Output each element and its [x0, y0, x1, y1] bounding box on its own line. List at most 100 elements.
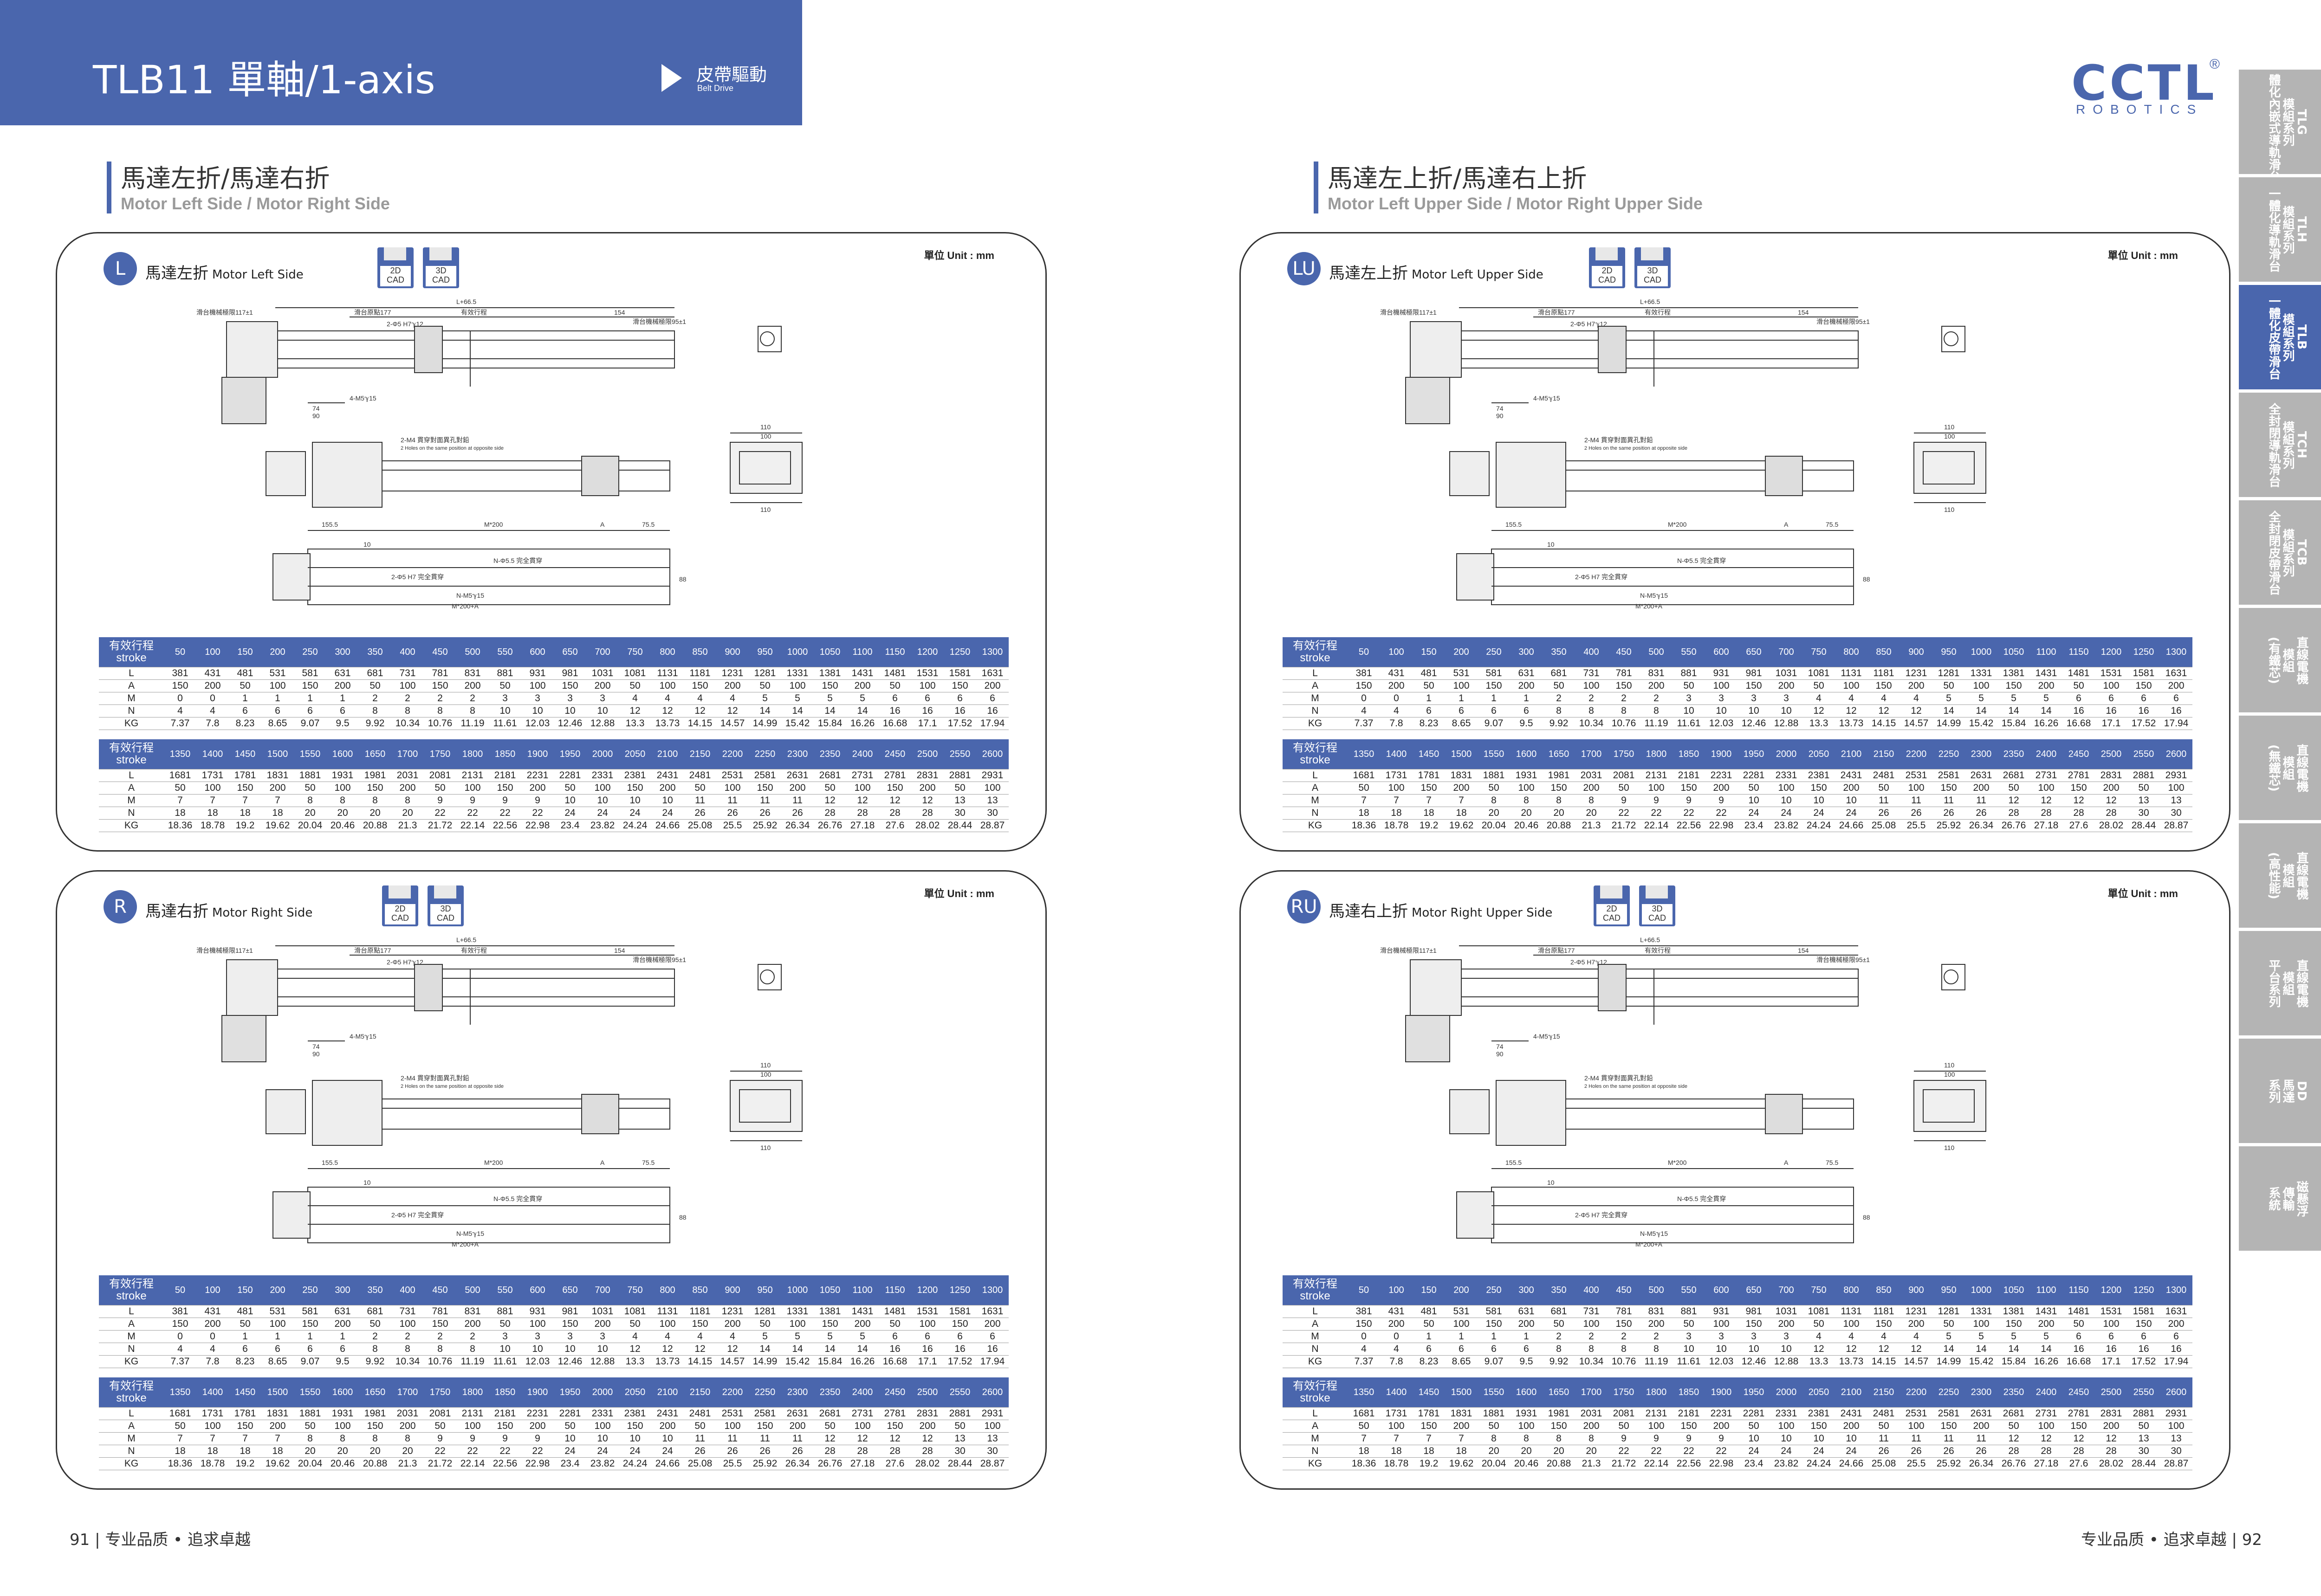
cad-2d-button[interactable]: 2D CAD	[1594, 885, 1630, 926]
table-cell: 22	[1673, 1445, 1705, 1458]
table-cell: 7	[229, 1432, 261, 1445]
stroke-value: 1350	[1348, 1377, 1380, 1408]
table-cell: 22.56	[489, 819, 521, 832]
table-cell: 9	[489, 794, 521, 807]
cad-2d-button[interactable]: 2D CAD	[382, 885, 418, 926]
table-cell: 9	[456, 1432, 489, 1445]
table-cell: 100	[1510, 782, 1543, 795]
top-view-rail	[307, 1187, 670, 1243]
table-cell: 1381	[814, 667, 846, 680]
table-cell: 200	[1705, 1420, 1738, 1433]
table-cell: 9	[521, 794, 554, 807]
dim-88: 88	[679, 575, 687, 583]
sidenav-item[interactable]: 直線電機 模組 (無鐵芯)	[2239, 716, 2321, 820]
stroke-value: 2400	[2030, 1377, 2062, 1408]
stroke-value: 150	[1413, 637, 1445, 667]
row-label: A	[99, 1420, 164, 1433]
rail-body	[275, 330, 675, 368]
sidenav-item[interactable]: 磁懸浮 傳輸 系統	[2239, 1146, 2321, 1251]
table-cell: 5	[2030, 1330, 2062, 1343]
table-cell: 2681	[1997, 1407, 2030, 1420]
sidenav-item[interactable]: DD 馬達 系列	[2239, 1039, 2321, 1143]
table-cell: 200	[1640, 1318, 1673, 1331]
stroke-value: 600	[521, 1275, 554, 1305]
table-cell: 150	[879, 782, 911, 795]
table-cell: 5	[1997, 692, 2030, 705]
table-cell: 6	[229, 704, 261, 717]
table-cell: 20	[326, 807, 359, 820]
table-cell: 2	[1608, 1330, 1640, 1343]
table-cell: 20.46	[326, 1457, 359, 1470]
table-cell: 10.34	[391, 1355, 424, 1368]
cad-3d-button[interactable]: 3D CAD	[1639, 885, 1675, 926]
table-cell: 27.6	[879, 819, 911, 832]
table-cell: 100	[2160, 1420, 2192, 1433]
table-cell: 731	[1575, 667, 1608, 680]
belt-drive-label-en: Belt Drive	[697, 84, 734, 93]
sidenav-item[interactable]: TLB 模組系列 一體化皮帶滑台	[2239, 285, 2321, 389]
table-cell: 2231	[1705, 1407, 1738, 1420]
table-cell: 931	[1705, 667, 1738, 680]
table-cell: 8	[1608, 704, 1640, 717]
table-cell: 150	[814, 679, 846, 692]
table-cell: 200	[1640, 679, 1673, 692]
table-cell: 17.1	[2095, 717, 2127, 730]
sidenav-item[interactable]: 直線電機 模組 (高性能)	[2239, 823, 2321, 928]
sidenav-item[interactable]: TCH 模組系列 全封閉導軌滑台	[2239, 393, 2321, 497]
table-cell: 24	[619, 807, 651, 820]
stroke-value: 2150	[1867, 739, 1900, 769]
sidenav-item[interactable]: 直線電機 模組 平台系列	[2239, 931, 2321, 1035]
table-cell: 3	[554, 1330, 586, 1343]
table-cell: 50	[2062, 1318, 2095, 1331]
table-cell: 8.23	[1413, 1355, 1445, 1368]
table-cell: 9.92	[1543, 1355, 1575, 1368]
row-label: A	[1283, 1420, 1348, 1433]
cad-3d-button[interactable]: 3D CAD	[423, 247, 459, 288]
table-cell: 4	[164, 1343, 196, 1356]
sidenav-item[interactable]: TCB 模組系列 全封閉皮帶滑台	[2239, 500, 2321, 605]
cad-2d-button[interactable]: 2D CAD	[1589, 247, 1625, 288]
table-cell: 18	[261, 1445, 294, 1458]
table-cell: 19.62	[261, 1457, 294, 1470]
row-label: N	[99, 704, 164, 717]
table-cell: 16	[911, 1343, 944, 1356]
table-cell: 11.61	[1673, 1355, 1705, 1368]
dim-110: 110	[1944, 423, 1955, 431]
row-label: L	[99, 1305, 164, 1318]
table-cell: 8	[391, 1343, 424, 1356]
stroke-value: 1900	[1705, 739, 1738, 769]
table-cell: 9.07	[294, 717, 326, 730]
sidenav-item[interactable]: TLH 模組系列 一體化導軌滑台	[2239, 177, 2321, 282]
table-cell: 2631	[781, 769, 814, 782]
cad-2d-button[interactable]: 2D CAD	[377, 247, 414, 288]
table-cell: 8	[359, 1432, 391, 1445]
dim-hole6: N-M5ℽ15	[456, 1230, 484, 1237]
table-cell: 8.65	[261, 717, 294, 730]
table-cell: 22.56	[1673, 1457, 1705, 1470]
table-cell: 12.88	[1770, 717, 1802, 730]
cad-2d-label: 2D CAD	[1596, 904, 1627, 924]
cad-3d-button[interactable]: 3D CAD	[1634, 247, 1671, 288]
table-cell: 581	[294, 1305, 326, 1318]
table-cell: 8	[391, 1432, 424, 1445]
table-cell: 481	[229, 667, 261, 680]
row-label: L	[1283, 667, 1348, 680]
cad-3d-button[interactable]: 3D CAD	[428, 885, 464, 926]
table-cell: 11.61	[489, 1355, 521, 1368]
table-cell: 21.72	[1608, 1457, 1640, 1470]
table-cell: 200	[196, 1318, 229, 1331]
table-cell: 3	[1770, 1330, 1802, 1343]
table-cell: 6	[2160, 692, 2192, 705]
sidenav-item[interactable]: TLG 模組系列 一體化內嵌式導軌滑台	[2239, 62, 2321, 182]
table-cell: 1	[294, 1330, 326, 1343]
table-cell: 2131	[1640, 769, 1673, 782]
dim-limit2: 滑台機械極限95±1	[1816, 318, 1870, 325]
table-cell: 8	[359, 704, 391, 717]
table-cell: 22	[456, 1445, 489, 1458]
table-cell: 14.57	[1900, 717, 1932, 730]
sidenav-item[interactable]: 直線電機 模組 (有鐵芯)	[2239, 608, 2321, 712]
table-cell: 2181	[1673, 769, 1705, 782]
table-cell: 881	[489, 667, 521, 680]
